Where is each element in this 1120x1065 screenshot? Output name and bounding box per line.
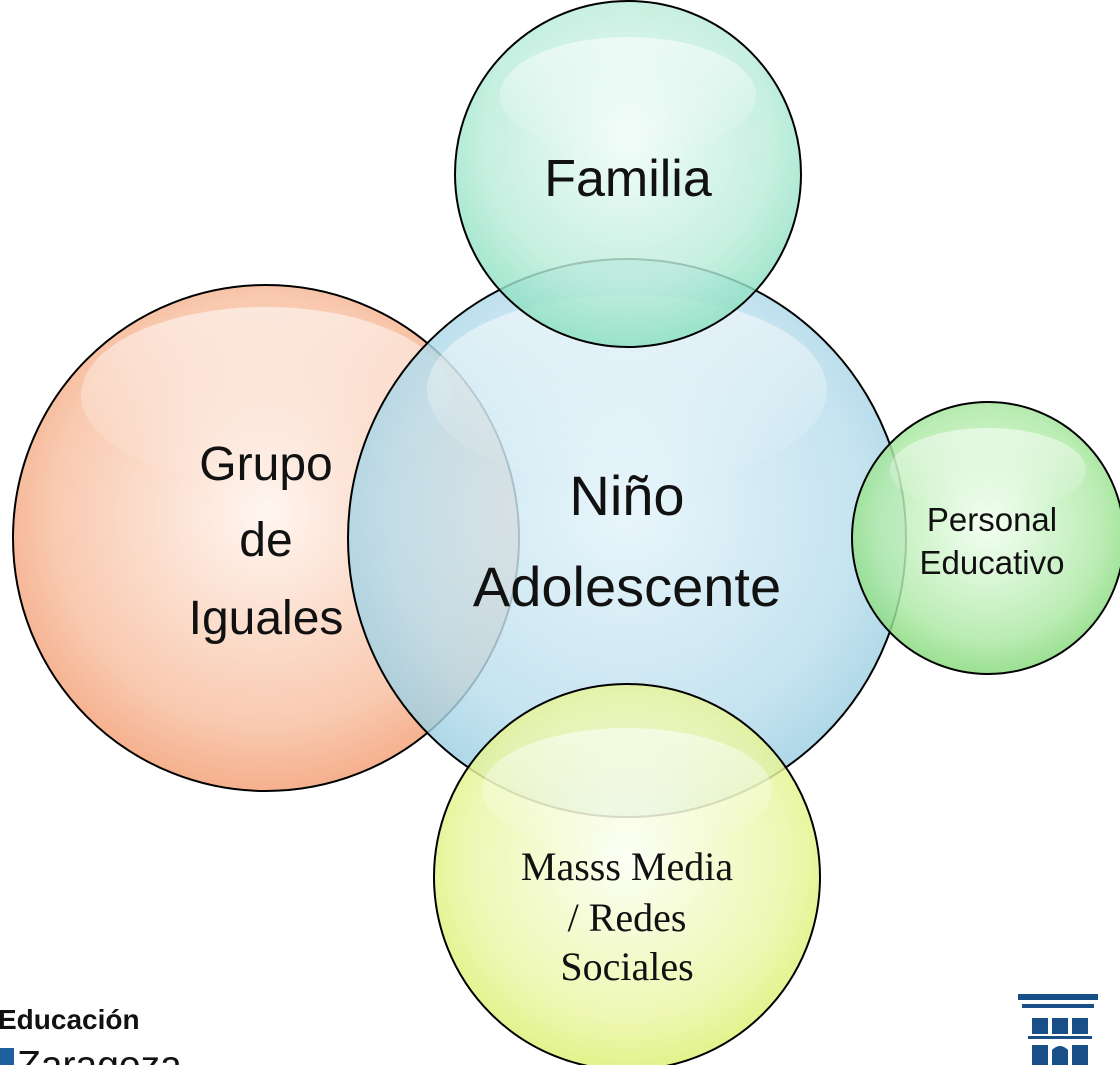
label-grupo: Grupo bbox=[199, 438, 332, 491]
label-nino: Niño bbox=[569, 464, 684, 527]
education-logo: Educación Zaragoza bbox=[0, 1004, 182, 1065]
label-familia: Familia bbox=[544, 150, 712, 208]
right-circle-shine bbox=[890, 428, 1086, 512]
building-icon bbox=[1018, 994, 1098, 1065]
circle-right-group bbox=[851, 401, 1120, 675]
left-circle-shine bbox=[81, 307, 451, 483]
label-masss-media: Masss Media bbox=[521, 844, 733, 889]
circle-bottom-group bbox=[433, 683, 821, 1065]
circle-center-group bbox=[347, 258, 907, 818]
label-de: de bbox=[239, 514, 292, 567]
label-educativo: Educativo bbox=[920, 544, 1065, 581]
top-circle-shine bbox=[500, 37, 756, 153]
center-circle-shine bbox=[427, 295, 827, 485]
education-logo-line2: Zaragoza bbox=[17, 1044, 182, 1065]
label-redes: / Redes bbox=[568, 895, 687, 940]
label-sociales: Sociales bbox=[560, 944, 693, 989]
label-iguales: Iguales bbox=[189, 592, 344, 645]
bottom-circle-shine bbox=[482, 728, 772, 852]
education-logo-line1: Educación bbox=[0, 1004, 140, 1035]
circle-top-group bbox=[454, 0, 802, 348]
label-personal: Personal bbox=[927, 501, 1057, 538]
education-logo-mark bbox=[0, 1048, 14, 1065]
label-adolescente: Adolescente bbox=[473, 555, 781, 618]
